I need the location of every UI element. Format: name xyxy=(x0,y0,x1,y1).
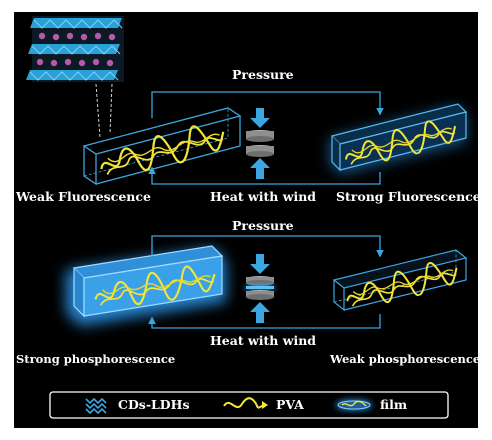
heat-wind-label-bottom: Heat with wind xyxy=(210,333,317,348)
heat-wind-label-top: Heat with wind xyxy=(210,189,317,204)
press-icon-bottom xyxy=(246,254,274,323)
caption-strong-phosphorescence: Strong phosphorescence xyxy=(16,352,176,366)
ldh-layer-stack-icon xyxy=(26,16,124,82)
pressure-arrow-bottom xyxy=(151,235,384,258)
heat-wind-arrow-top xyxy=(148,166,381,185)
pva-chain-icon xyxy=(223,397,268,409)
press-icon-top xyxy=(246,108,274,179)
legend-label-film: film xyxy=(380,397,408,412)
caption-weak-phosphorescence: Weak phosphorescence xyxy=(330,352,481,366)
zoom-guide-lines xyxy=(95,83,113,139)
film-weak-phosphorescence xyxy=(332,249,468,314)
film-strong-fluorescence xyxy=(330,103,468,174)
cds-ldhs-icon xyxy=(85,397,107,415)
legend-label-cds-ldhs: CDs-LDHs xyxy=(118,397,190,412)
pressure-label-top: Pressure xyxy=(232,67,294,82)
film-icon xyxy=(336,400,372,410)
caption-strong-fluorescence: Strong Fluorescence xyxy=(336,189,481,204)
heat-wind-arrow-bottom xyxy=(148,314,381,329)
legend-label-pva: PVA xyxy=(276,397,304,412)
film-strong-phosphorescence xyxy=(66,245,226,326)
pressure-label-bottom: Pressure xyxy=(232,218,294,233)
film-weak-fluorescence xyxy=(82,107,242,186)
caption-weak-fluorescence: Weak Fluorescence xyxy=(16,189,151,204)
legend-box xyxy=(49,391,449,419)
pressure-arrow-top xyxy=(151,91,384,118)
